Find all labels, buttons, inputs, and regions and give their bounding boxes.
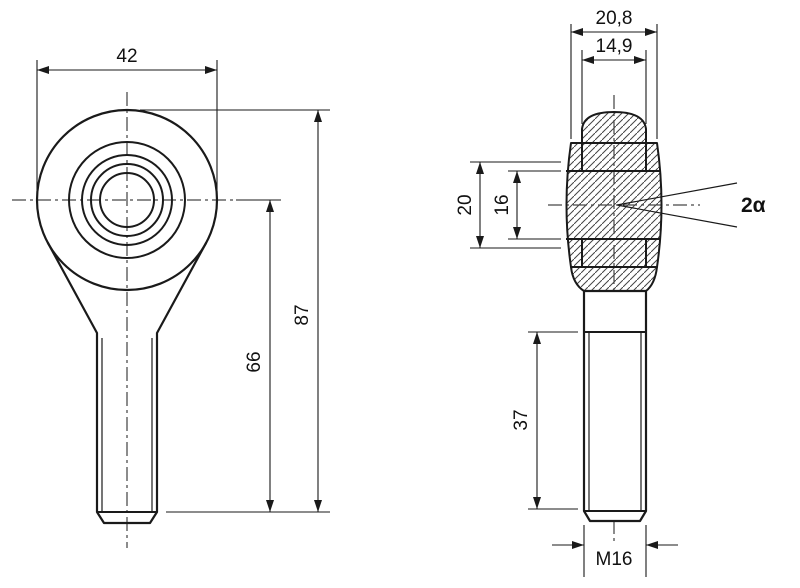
ball-outer-circle (68, 141, 186, 259)
dim-m16-label: M16 (596, 549, 633, 570)
dim-87-label: 87 (292, 304, 313, 325)
housing-mid-section (565, 142, 663, 268)
race-circle (81, 154, 173, 246)
side-thread-root-lines (588, 332, 642, 511)
front-view: 42 66 87 (12, 46, 330, 548)
thread-start-and-chamfer-lines (584, 331, 646, 512)
dim-20-8-label: 20,8 (596, 8, 633, 29)
front-thread-root-lines (101, 338, 153, 511)
housing-bottom-section (570, 266, 658, 292)
dim-14-9-label: 14,9 (596, 36, 633, 57)
tilt-angle-label: 2α (741, 194, 766, 217)
bore-chamfer-circle (90, 163, 164, 237)
tilt-angle-lines (616, 182, 738, 228)
ball-dome-section (581, 111, 647, 144)
ball-face-lines (581, 143, 647, 267)
dim-42-label: 42 (116, 46, 137, 67)
dim-37-extension-lines (528, 331, 578, 510)
dim-20-label: 20 (455, 194, 476, 215)
dim-37-label: 37 (511, 409, 532, 430)
dim-66-label: 66 (244, 351, 265, 372)
side-shank-outline (582, 289, 648, 523)
head-outer-circle (35, 108, 219, 292)
front-centerlines (12, 92, 243, 548)
dim-42-extension-lines (36, 60, 218, 190)
dim-20-8-extension-lines (570, 24, 658, 139)
dim-m16-extension-lines (583, 525, 647, 577)
dim-20-extension-lines (470, 161, 561, 249)
front-body-outline (46, 241, 208, 525)
side-section-view: 2α 20,8 14,9 20 16 37 M16 (455, 8, 766, 577)
dim-16-label: 16 (492, 194, 513, 215)
bore-circle (99, 172, 155, 228)
